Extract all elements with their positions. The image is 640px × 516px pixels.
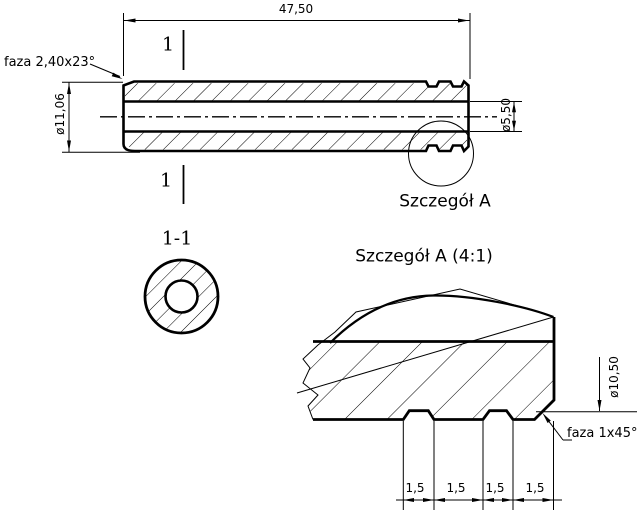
hatch-top-wall [125,83,467,101]
detail-break-line [302,288,554,420]
section-mark-top: 1 [161,33,175,56]
detail-material [303,341,554,420]
dim-groove-pitch [396,421,562,510]
groove-pitch-dim-4: 1,5 [525,481,545,495]
detail-view-title: Szczegół A (4:1) [355,246,493,267]
hatch-bottom-wall [125,132,467,150]
section-view-title: 1-1 [161,227,193,250]
arrow-right-icon [458,18,469,23]
arrow-right-icon [542,498,554,502]
groove-pitch-dim-3: 1,5 [485,481,505,495]
arrow-left-icon [483,498,494,502]
arrow-leader-icon [542,413,551,423]
arrow-leader-icon [111,72,123,79]
arrow-up-icon [67,83,71,94]
dim-groove-diameter [536,357,637,413]
section-bore-circle [164,279,199,314]
groove-pitch-dim-1: 1,5 [405,481,425,495]
arrow-right-icon [502,498,513,502]
section-view [143,258,220,335]
detail-break-curve [329,294,554,344]
detail-view [296,288,637,510]
length-dim-label: 47,50 [278,2,314,16]
arrow-left-icon [434,498,445,502]
part-outline [122,79,470,154]
arrow-right-icon [472,498,483,502]
outer-diameter-label: ø11,06 [53,93,67,135]
chamfer-right-note: faza 1x45° [567,426,638,441]
arrow-left-icon [403,498,414,502]
dim-outer-diameter [62,81,140,153]
groove-pitch-dim-2: 1,5 [446,481,466,495]
arrow-up-icon [512,102,516,113]
detail-profile [313,317,556,421]
detail-callout-circle [408,120,474,187]
section-mark-bottom: 1 [159,169,173,192]
detail-callout-label: Szczegół A [399,191,491,212]
chamfer-leader-right [542,413,572,441]
arrow-down-icon [597,400,602,411]
chamfer-left-note: faza 2,40x23° [4,55,96,70]
main-view [62,13,522,204]
arrow-left-icon [124,18,136,23]
groove-diameter-label: ø10,50 [607,356,621,398]
arrow-right-icon [423,498,434,502]
chamfer-leader-left [89,63,123,79]
detail-break-diagonal [296,316,554,394]
dim-bore-diameter [470,101,522,132]
arrow-down-icon [67,140,71,152]
arrow-left-icon [513,498,524,502]
bore-diameter-label: ø5,50 [499,97,513,133]
dim-length [123,13,471,79]
arrow-down-icon [512,120,516,131]
